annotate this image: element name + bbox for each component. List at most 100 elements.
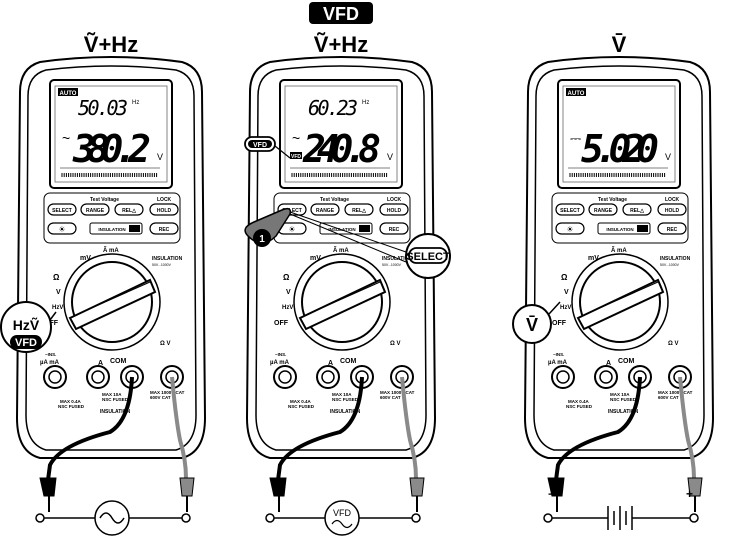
vdc-callout: V̄ (512, 301, 561, 344)
dial-label-a-ma: Ã mA (103, 247, 119, 254)
vfd-callout-box (10, 335, 42, 349)
select-callout-text: SELECT (406, 251, 450, 263)
insulation-button-block (359, 225, 370, 232)
hold-button-label: HOLD (157, 208, 172, 214)
jack-fused-2: NSC FUSED (332, 397, 359, 402)
hold-button[interactable] (149, 203, 179, 216)
lcd-sub-reading: 50.03 (78, 96, 128, 120)
lcd-sub-unit: Hz (132, 100, 139, 106)
jack-a-label: A (98, 360, 103, 367)
dial-pointer-ridge (77, 281, 151, 315)
rec-button-label: REC (389, 227, 400, 233)
lcd-mode-symbol: ~ (62, 130, 70, 146)
jack-v-label: Ω V (160, 341, 170, 347)
dial-label-a-ma: Ã mA (611, 247, 627, 254)
button-panel-frame (551, 192, 689, 244)
meter-title: Ṽ+Hz (314, 32, 368, 57)
dial-label-vdc: V (56, 289, 61, 296)
jack-a-label: A (328, 360, 333, 367)
rel-button[interactable] (344, 203, 374, 216)
range-button[interactable] (310, 203, 340, 216)
dial-label-vdc: V (564, 289, 569, 296)
lcd-vfd-box (290, 152, 302, 159)
red-test-lead (170, 376, 188, 479)
select-button-label: SELECT (52, 208, 72, 214)
jack-insulation-label: INSULATION (330, 409, 361, 415)
insulation-button-label: INSULATION (98, 227, 125, 232)
terminal-right (411, 513, 421, 523)
lock-label: LOCK (157, 197, 172, 203)
jack-max-3: MAX 1000V CAT (150, 390, 185, 395)
insulation-button-block (129, 225, 140, 232)
rec-button[interactable] (657, 222, 687, 235)
rec-button[interactable] (149, 222, 179, 235)
dial-label-a-ma: Ã mA (333, 247, 349, 254)
rec-button[interactable] (379, 222, 409, 235)
black-test-lead (276, 376, 364, 481)
backlight-button[interactable] (47, 222, 77, 235)
hold-button[interactable] (379, 203, 409, 216)
jack-fused-2: NSC FUSED (610, 397, 637, 402)
rec-button-label: REC (667, 227, 678, 233)
black-test-lead (46, 376, 134, 481)
rel-button-label: REL△ (352, 208, 366, 214)
range-button[interactable] (588, 203, 618, 216)
lcd-mode-symbol: ~ (292, 130, 300, 146)
jack-a-label: A (606, 360, 611, 367)
terminal-right (689, 513, 699, 523)
lcd-mode-symbol: ⎓ (570, 130, 581, 146)
dial-label-ohm: Ω (53, 273, 60, 282)
vdc-callout-leader (548, 301, 561, 315)
range-button-label: RANGE (594, 208, 613, 214)
range-button[interactable] (80, 203, 110, 216)
dial-label-vdc: V (286, 289, 291, 296)
lcd-main-unit: V (665, 152, 671, 162)
dial-label-mv: mV (310, 255, 321, 262)
lcd-auto-box (58, 88, 78, 96)
jack-ua-ma-label: µA mA (270, 360, 290, 366)
dial-label-mv: mV (588, 255, 599, 262)
source-circuit: VFD (265, 500, 421, 536)
black-test-lead (554, 376, 642, 481)
jack-ua-ma-label: µA mA (40, 360, 60, 366)
dial-label-hzv: HzV (52, 305, 63, 311)
select-leader-2 (289, 213, 407, 263)
jack-v-label: Ω V (668, 341, 678, 347)
jack-ua-ma-inner (48, 370, 62, 384)
dial-pointer-ridge (307, 281, 381, 315)
vfd-banner-box (309, 2, 373, 24)
dial-label-mv: mV (80, 255, 91, 262)
jack-max-1: MAX 0.4A (568, 399, 590, 404)
lcd-auto: AUTO (568, 91, 585, 97)
select-button[interactable] (47, 203, 77, 216)
vfd-badge-leader (274, 145, 291, 159)
dial-pointer (68, 278, 157, 331)
select-button[interactable] (555, 203, 585, 216)
jack-max-1: MAX 0.4A (290, 399, 312, 404)
jack-ins-label: −INS. (553, 352, 564, 357)
lcd-glass (54, 85, 168, 183)
terminal-left (35, 513, 45, 523)
hold-button[interactable] (657, 203, 687, 216)
red-test-lead (678, 376, 696, 479)
black-probe-handle (39, 477, 57, 497)
meter-title: Ṽ+Hz (84, 32, 138, 57)
jack-v-label: Ω V (390, 341, 400, 347)
jack-fused-1: NSC FUSED (58, 404, 85, 409)
rel-button[interactable] (622, 203, 652, 216)
rel-button[interactable] (114, 203, 144, 216)
hold-button-label: HOLD (665, 208, 680, 214)
polarity-plus: + (686, 487, 693, 501)
select-button-label: SELECT (560, 208, 580, 214)
jack-max-4: 600V CAT (380, 395, 401, 400)
jack-max-2: MAX 10A (610, 392, 630, 397)
test-voltage-label: Test Voltage (598, 197, 627, 203)
backlight-button[interactable] (555, 222, 585, 235)
jack-max-2: MAX 10A (332, 392, 352, 397)
